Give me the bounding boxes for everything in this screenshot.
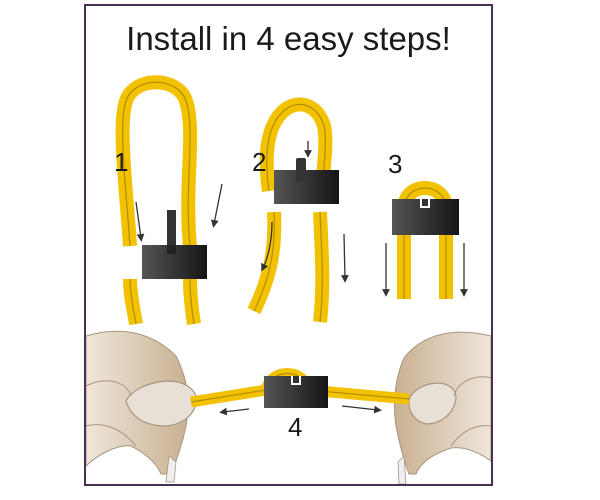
step-1-illustration [115, 75, 223, 326]
step-4-label: 4 [288, 412, 303, 442]
step-1-label: 1 [114, 147, 129, 177]
installation-illustration [86, 75, 491, 484]
page-title: Install in 4 easy steps! [126, 20, 451, 57]
instruction-card: Install in 4 easy steps! [84, 4, 493, 486]
step-2-illustration [247, 97, 349, 323]
step-3-label: 3 [388, 149, 403, 179]
step-3-illustration [382, 181, 468, 299]
step-2-label: 2 [252, 147, 267, 177]
step-4-illustration [86, 330, 491, 484]
